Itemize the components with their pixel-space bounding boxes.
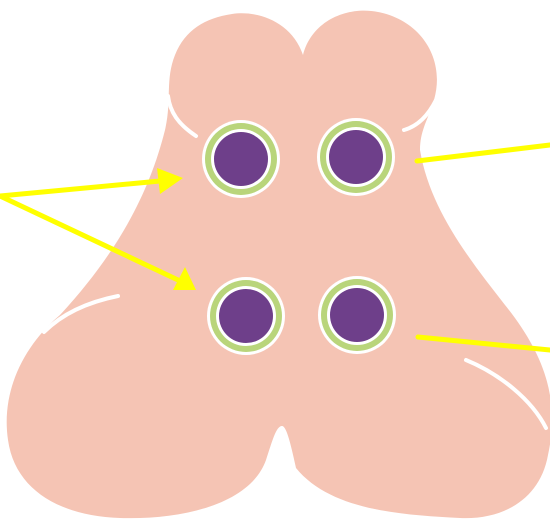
circle-top-left	[202, 120, 280, 198]
circle-top-right	[317, 118, 395, 196]
arrow-line-upper	[0, 181, 160, 196]
pointer-line-upper-right	[417, 145, 550, 161]
organic-shape-body	[7, 11, 550, 519]
circle-bottom-right	[318, 276, 396, 354]
circle-bottom-left	[207, 277, 285, 355]
